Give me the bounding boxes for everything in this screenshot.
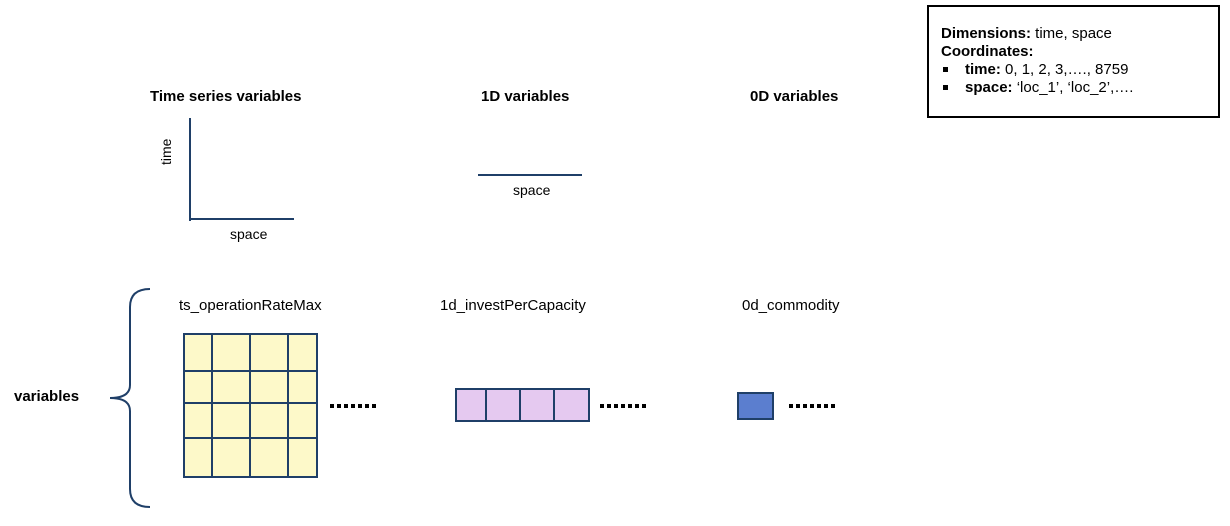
row-cell bbox=[553, 388, 590, 422]
grid-cell bbox=[287, 402, 318, 439]
ts-x-axis-label: space bbox=[230, 226, 268, 242]
ts-grid bbox=[183, 333, 318, 478]
d1-row bbox=[455, 388, 590, 422]
d0-ellipsis bbox=[789, 404, 837, 408]
dimensions-value: time, space bbox=[1031, 25, 1112, 42]
grid-cell bbox=[249, 402, 289, 439]
grid-cell bbox=[249, 437, 289, 478]
d0-variable-name: 0d_commodity bbox=[742, 297, 840, 314]
d1-variable-name: 1d_investPerCapacity bbox=[440, 297, 586, 314]
d1-ellipsis bbox=[600, 404, 648, 408]
coordinate-time-label: time: bbox=[965, 61, 1001, 78]
coordinate-item-space: space: ‘loc_1’, ‘loc_2’,…. bbox=[941, 79, 1218, 97]
grid-cell bbox=[287, 437, 318, 478]
grid-cell bbox=[183, 370, 213, 404]
coordinates-list: time: 0, 1, 2, 3,…., 8759 space: ‘loc_1’… bbox=[941, 61, 1218, 97]
ts-heading: Time series variables bbox=[150, 88, 302, 105]
grid-cell bbox=[211, 333, 251, 372]
grid-cell bbox=[249, 333, 289, 372]
coordinate-space-value: ‘loc_1’, ‘loc_2’,…. bbox=[1012, 79, 1134, 96]
row-cell bbox=[485, 388, 521, 422]
grid-cell bbox=[287, 333, 318, 372]
grid-cell bbox=[183, 333, 213, 372]
grid-cell bbox=[211, 437, 251, 478]
row-cell bbox=[519, 388, 555, 422]
grid-cell bbox=[211, 402, 251, 439]
grid-cell bbox=[287, 370, 318, 404]
info-box: Dimensions: time, space Coordinates: tim… bbox=[927, 5, 1220, 118]
coordinate-item-time: time: 0, 1, 2, 3,…., 8759 bbox=[941, 61, 1218, 79]
grid-cell bbox=[183, 402, 213, 439]
d1-x-axis-label: space bbox=[513, 182, 551, 198]
grid-cell bbox=[183, 437, 213, 478]
row-cell bbox=[455, 388, 487, 422]
ts-y-axis bbox=[189, 118, 191, 221]
ts-x-axis bbox=[189, 218, 294, 220]
ts-ellipsis bbox=[330, 404, 378, 408]
coordinates-label: Coordinates: bbox=[941, 43, 1034, 60]
coordinate-time-value: 0, 1, 2, 3,…., 8759 bbox=[1000, 61, 1129, 78]
d1-heading: 1D variables bbox=[481, 88, 570, 105]
curly-brace bbox=[109, 288, 151, 508]
grid-cell bbox=[249, 370, 289, 404]
variables-label: variables bbox=[14, 388, 80, 405]
dimensions-line: Dimensions: time, space bbox=[941, 25, 1218, 43]
ts-variable-name: ts_operationRateMax bbox=[179, 297, 322, 314]
d0-heading: 0D variables bbox=[750, 88, 839, 105]
grid-cell bbox=[211, 370, 251, 404]
ts-y-axis-label: time bbox=[158, 138, 174, 165]
d1-x-axis bbox=[478, 174, 582, 176]
coordinate-space-label: space: bbox=[965, 79, 1013, 96]
dimensions-label: Dimensions: bbox=[941, 25, 1032, 42]
d0-cell bbox=[737, 392, 774, 420]
